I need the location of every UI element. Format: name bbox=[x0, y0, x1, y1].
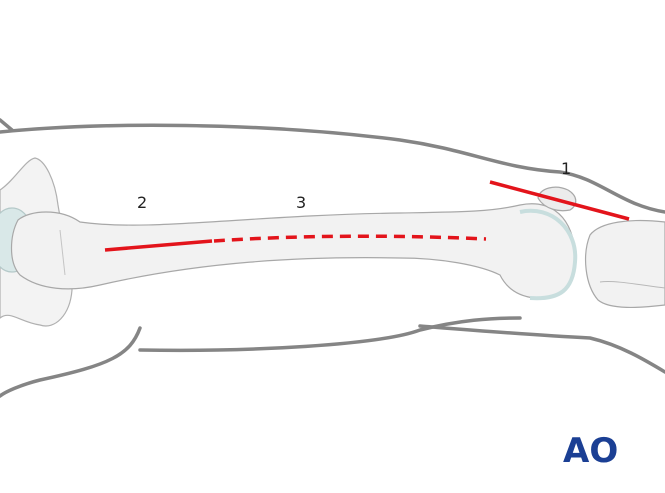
tibia bbox=[585, 219, 665, 309]
incision-2-solid bbox=[104, 239, 213, 252]
outline-bottom-left bbox=[0, 326, 142, 398]
outline-top bbox=[0, 123, 665, 214]
ao-logo: AO bbox=[563, 431, 618, 471]
incisions bbox=[104, 180, 630, 252]
incision-3-dashed bbox=[213, 234, 487, 243]
outline-bottom-right bbox=[418, 324, 665, 374]
label-2: 2 bbox=[137, 193, 147, 212]
outline-top-left-fold bbox=[0, 118, 14, 132]
label-1: 1 bbox=[561, 159, 571, 178]
outline-bottom bbox=[138, 316, 522, 353]
incision-1 bbox=[489, 180, 630, 221]
skin-outline bbox=[0, 118, 665, 398]
label-3: 3 bbox=[296, 193, 306, 212]
fibula-edge bbox=[599, 281, 665, 289]
femur bbox=[10, 203, 578, 301]
